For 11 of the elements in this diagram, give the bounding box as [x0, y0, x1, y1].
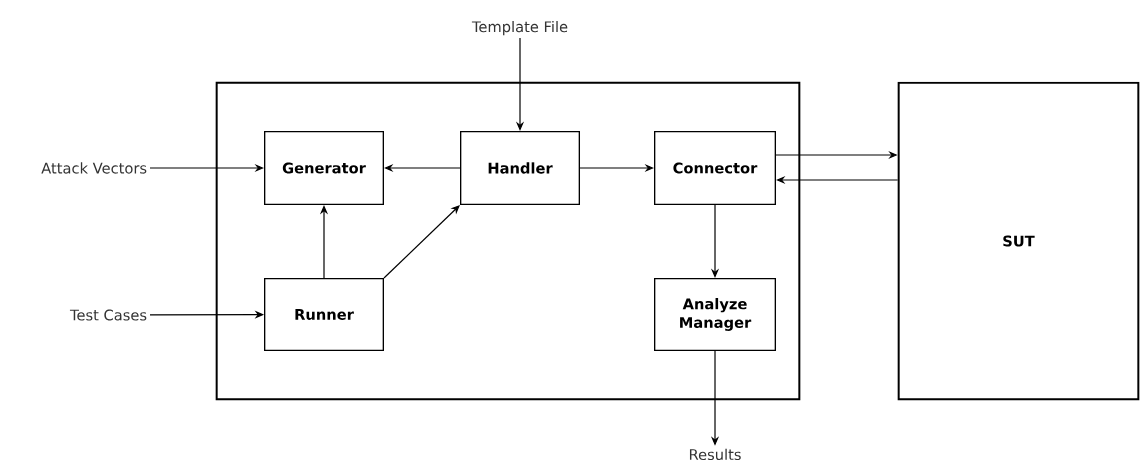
process-box: Runner	[264, 278, 384, 351]
arrow	[383, 205, 460, 279]
input-label: Results	[689, 448, 741, 461]
system-box: SUT	[897, 81, 1140, 401]
process-box: Generator	[264, 131, 384, 205]
input-label: Attack Vectors	[41, 162, 147, 174]
process-box: Connector	[654, 131, 776, 205]
process-box: Analyze Manager	[654, 278, 776, 351]
input-label: Template File	[471, 20, 568, 36]
process-box: Handler	[460, 131, 580, 205]
input-label: Test Cases	[69, 309, 147, 321]
